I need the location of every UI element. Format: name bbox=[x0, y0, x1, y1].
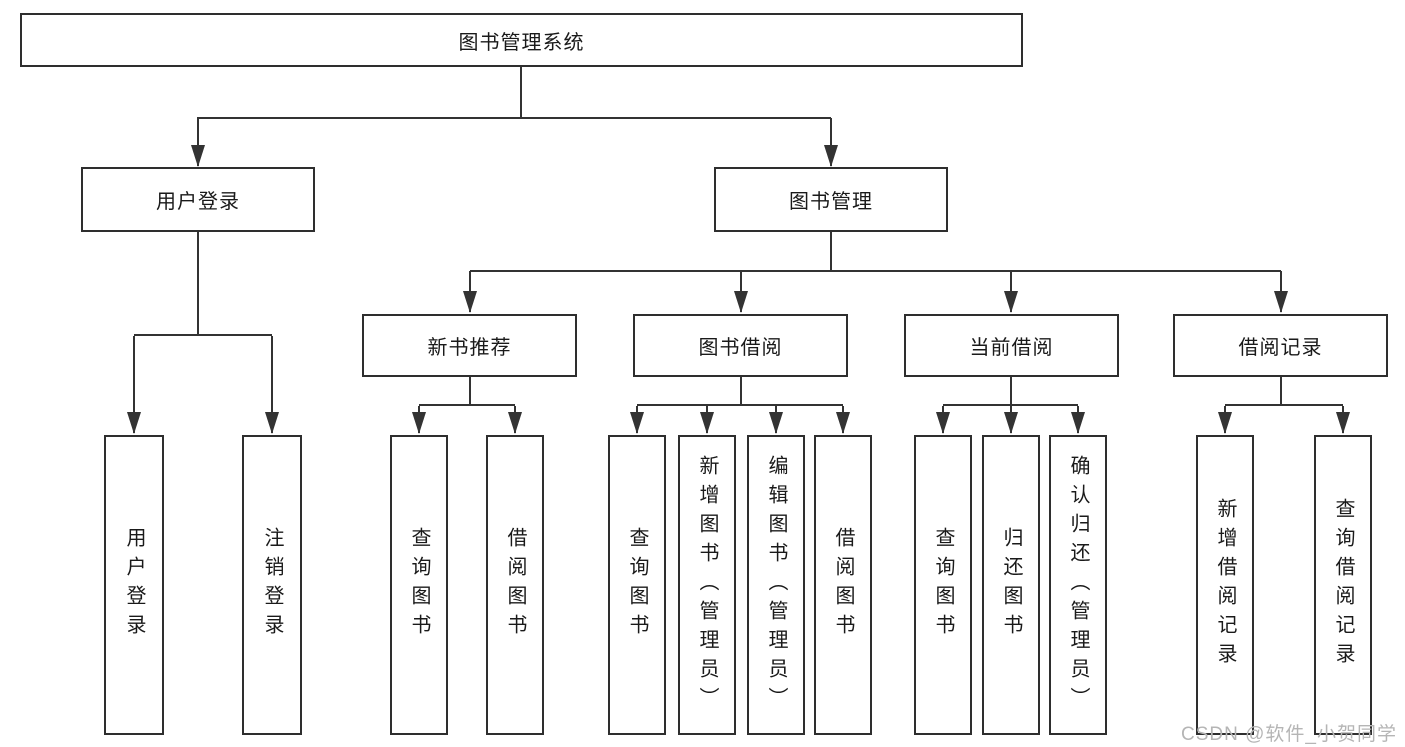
leaf-label: 查询借阅记录 bbox=[1332, 498, 1354, 672]
node-book-management: 图书管理 bbox=[714, 167, 948, 232]
leaf-label: 用户登录 bbox=[123, 527, 145, 643]
leaf-label: 新增借阅记录 bbox=[1214, 498, 1236, 672]
leaf-confirm-return-admin: 确认归还（管理员） bbox=[1049, 435, 1107, 735]
leaf-query-books-borrowing: 查询图书 bbox=[608, 435, 666, 735]
node-book-borrowing: 图书借阅 bbox=[633, 314, 848, 377]
leaf-label: 注销登录 bbox=[261, 527, 283, 643]
leaf-query-books-current: 查询图书 bbox=[914, 435, 972, 735]
node-label: 当前借阅 bbox=[969, 337, 1054, 359]
leaf-label: 借阅图书 bbox=[504, 527, 526, 643]
connector-group bbox=[127, 67, 1350, 434]
leaf-label: 查询图书 bbox=[408, 527, 430, 643]
leaf-edit-book-admin: 编辑图书（管理员） bbox=[747, 435, 805, 735]
leaf-label: 编辑图书（管理员） bbox=[765, 454, 787, 716]
leaf-borrow-books-borrowing: 借阅图书 bbox=[814, 435, 872, 735]
leaf-query-books-recommend: 查询图书 bbox=[390, 435, 448, 735]
leaf-label: 借阅图书 bbox=[832, 527, 854, 643]
node-new-book-recommend: 新书推荐 bbox=[362, 314, 577, 377]
leaf-user-login: 用户登录 bbox=[104, 435, 164, 735]
node-label: 用户登录 bbox=[156, 191, 240, 213]
node-label: 图书管理系统 bbox=[458, 31, 585, 54]
node-borrowing-records: 借阅记录 bbox=[1173, 314, 1388, 377]
csdn-watermark: CSDN @软件_小贺同学 bbox=[1181, 724, 1397, 745]
node-label: 新书推荐 bbox=[427, 337, 512, 359]
node-label: 图书借阅 bbox=[698, 337, 783, 359]
leaf-label: 确认归还（管理员） bbox=[1067, 454, 1089, 716]
leaf-return-book: 归还图书 bbox=[982, 435, 1040, 735]
node-current-borrowing: 当前借阅 bbox=[904, 314, 1119, 377]
leaf-add-borrow-record: 新增借阅记录 bbox=[1196, 435, 1254, 735]
leaf-borrow-books-recommend: 借阅图书 bbox=[486, 435, 544, 735]
leaf-label: 查询图书 bbox=[932, 527, 954, 643]
node-library-management-system: 图书管理系统 bbox=[20, 13, 1023, 67]
leaf-add-book-admin: 新增图书（管理员） bbox=[678, 435, 736, 735]
node-label: 图书管理 bbox=[789, 191, 873, 213]
leaf-label: 归还图书 bbox=[1000, 527, 1022, 643]
leaf-query-borrow-record: 查询借阅记录 bbox=[1314, 435, 1372, 735]
node-label: 借阅记录 bbox=[1238, 337, 1323, 359]
leaf-logout: 注销登录 bbox=[242, 435, 302, 735]
node-user-login: 用户登录 bbox=[81, 167, 315, 232]
leaf-label: 查询图书 bbox=[626, 527, 648, 643]
leaf-label: 新增图书（管理员） bbox=[696, 454, 718, 716]
